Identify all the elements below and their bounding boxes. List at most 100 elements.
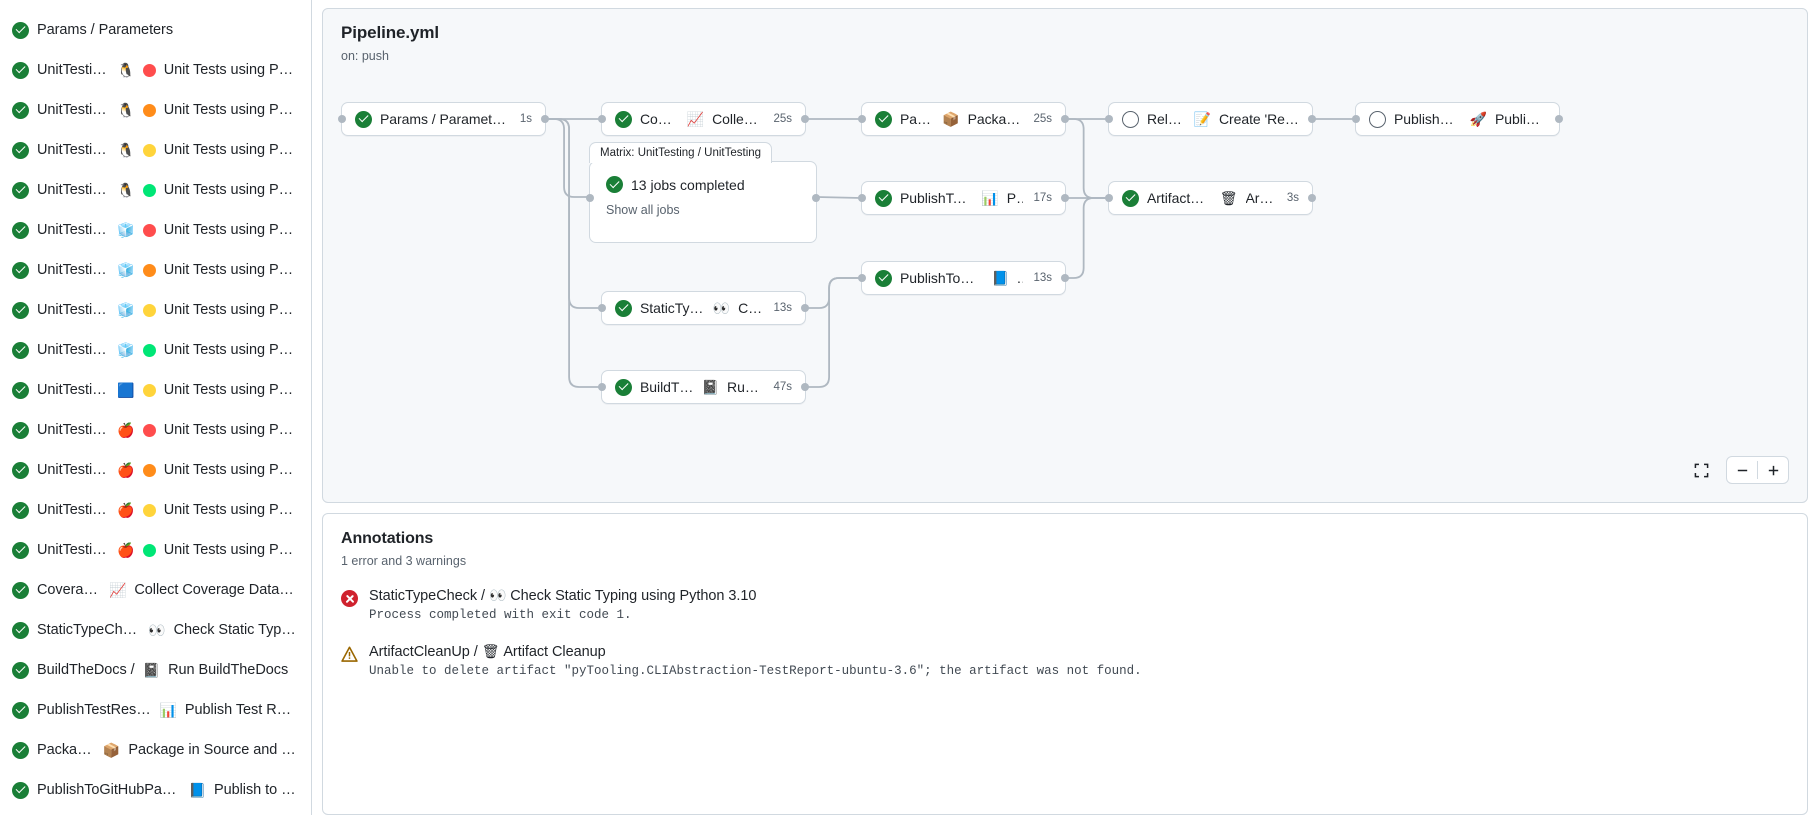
success-status-icon [606,176,623,193]
error-icon [341,590,358,612]
annotation-job-name: ArtifactCleanUp / [369,644,482,660]
sidebar-item-1[interactable]: UnitTesting / 🐧Unit Tests using Pyth... [4,50,307,90]
graph-node-label: Params / Parameters [380,111,510,127]
graph-node-duration: 3s [1286,192,1299,204]
workflow-file-title: Pipeline.yml [341,23,440,42]
graph-node-typecheck[interactable]: StaticTypeCheck / 👀Chec...13s [598,291,809,325]
graph-node-label: StaticTypeCheck / [640,300,705,316]
success-status-icon [12,61,29,79]
zoom-out-button[interactable] [1729,457,1755,483]
node-input-port [598,115,606,123]
node-emoji-icon: 📦 [942,111,960,127]
sidebar-item-2[interactable]: UnitTesting / 🐧Unit Tests using Pyth... [4,90,307,130]
node-input-port [598,383,606,391]
sidebar-item-9[interactable]: UnitTesting / 🟦Unit Tests using Pyth... [4,370,307,410]
os-emoji-icon: 👀 [148,622,166,638]
sidebar-item-8[interactable]: UnitTesting / 🧊Unit Tests using Pyth... [4,330,307,370]
fit-to-screen-button[interactable] [1688,457,1714,483]
graph-edge [806,277,861,309]
sidebar-item-14[interactable]: Coverage / 📈Collect Coverage Data usi... [4,570,307,610]
sidebar-item-tail: Unit Tests using Pyth... [163,342,297,358]
sidebar-item-16[interactable]: BuildTheDocs / 📓Run BuildTheDocs [4,650,307,690]
os-emoji-icon: 🍎 [117,502,135,518]
graph-node-testres[interactable]: PublishTestResults / 📊Pu...17s [858,181,1069,215]
python-version-dot-icon [142,63,156,77]
sidebar-item-19[interactable]: PublishToGitHubPages / 📘Publish to G... [4,770,307,810]
python-version-dot-icon [142,463,156,477]
main-content: Pipeline.yml on: push Params / Parameter… [312,0,1818,815]
annotation-job-name: StaticTypeCheck / [369,588,489,604]
sidebar-item-12[interactable]: UnitTesting / 🍎Unit Tests using Pyth... [4,490,307,530]
graph-zoom-controls[interactable] [1688,456,1789,484]
python-version-dot-icon [142,183,156,197]
graph-node-coverage[interactable]: Coverage / 📈Collect Cove...25s [598,102,809,136]
node-input-port [858,194,866,202]
node-output-port [1308,115,1316,123]
sidebar-item-18[interactable]: Package / 📦Package in Source and Wh... [4,730,307,770]
node-emoji-icon: 👀 [712,300,731,316]
show-all-jobs-link[interactable]: Show all jobs [606,203,680,217]
graph-node-duration: 13s [1033,272,1052,284]
sidebar-item-5[interactable]: UnitTesting / 🧊Unit Tests using Pyth... [4,210,307,250]
annotation-heading: StaticTypeCheck / 👀 Check Static Typing … [369,588,756,604]
pending-status-icon [1122,110,1139,128]
success-status-icon [12,101,29,119]
success-status-icon [355,110,372,128]
annotation-item-0: StaticTypeCheck / 👀 Check Static Typing … [341,588,1789,622]
sidebar-item-tail: Unit Tests using Pyth... [163,382,297,398]
graph-node-ghpages[interactable]: PublishToGitHubPages / 📘...13s [858,261,1069,295]
os-emoji-icon: 🍎 [117,422,135,438]
sidebar-item-tail: Publish Test Resu... [184,702,297,718]
success-status-icon [615,110,632,128]
node-output-port [801,383,809,391]
graph-node-artifact[interactable]: ArtifactCleanUp / 🗑Artifac...3s [1105,181,1316,215]
graph-node-label-tail: Artifac... [1245,190,1277,206]
sidebar-item-4[interactable]: UnitTesting / 🐧Unit Tests using Pyth... [4,170,307,210]
sidebar-item-tail: Unit Tests using Pyth... [163,542,297,558]
graph-node-builddocs[interactable]: BuildTheDocs / 📓Run Buil...47s [598,370,809,404]
matrix-output-port [812,194,820,202]
sidebar-item-label: BuildTheDocs / [37,662,135,678]
sidebar-item-3[interactable]: UnitTesting / 🐧Unit Tests using Pyth... [4,130,307,170]
sidebar-item-15[interactable]: StaticTypeCheck / 👀Check Static Typing..… [4,610,307,650]
node-emoji-icon: 📈 [686,111,705,127]
success-status-icon [12,461,29,479]
annotation-heading: ArtifactCleanUp / 🗑 Artifact Cleanup [369,644,1142,660]
graph-node-label-tail: Run Buil... [727,379,763,395]
sidebar-item-label: UnitTesting / [37,62,110,78]
sidebar-item-tail: Publish to G... [213,782,297,798]
sidebar-item-17[interactable]: PublishTestResults / 📊Publish Test Resu.… [4,690,307,730]
graph-node-duration: 13s [773,302,792,314]
sidebar-item-11[interactable]: UnitTesting / 🍎Unit Tests using Pyth... [4,450,307,490]
sidebar-item-tail: Package in Source and Wh... [128,742,297,758]
python-version-dot-icon [142,423,156,437]
graph-node-pypi[interactable]: PublishOnPyPI / 🚀Publish to ... [1352,102,1563,136]
os-emoji-icon: 🧊 [117,262,135,278]
os-emoji-icon: 📊 [159,702,177,718]
success-status-icon [615,378,632,396]
sidebar-item-0[interactable]: Params / Parameters [4,10,307,50]
node-output-port [1061,274,1069,282]
success-status-icon [12,541,29,559]
sidebar-item-13[interactable]: UnitTesting / 🍎Unit Tests using Pyth... [4,530,307,570]
workflow-graph-card[interactable]: Pipeline.yml on: push Params / Parameter… [322,8,1808,503]
node-output-port [1061,194,1069,202]
graph-node-package[interactable]: Package / 📦Package in So...25s [858,102,1069,136]
success-status-icon [12,741,29,759]
zoom-in-button[interactable] [1760,457,1786,483]
annotation-step-name: Check Static Typing using Python 3.10 [510,588,757,604]
sidebar-item-10[interactable]: UnitTesting / 🍎Unit Tests using Pyth... [4,410,307,450]
sidebar-item-7[interactable]: UnitTesting / 🧊Unit Tests using Pyth... [4,290,307,330]
node-input-port [858,115,866,123]
pending-status-icon [1369,110,1386,128]
annotations-card: Annotations 1 error and 3 warnings Stati… [322,513,1808,815]
matrix-jobs-completed: 13 jobs completed [631,176,745,193]
sidebar-item-6[interactable]: UnitTesting / 🧊Unit Tests using Pyth... [4,250,307,290]
matrix-input-port [586,194,594,202]
graph-node-release[interactable]: Release / 📝Create 'Release P... [1105,102,1316,136]
os-emoji-icon: 📈 [108,582,127,598]
